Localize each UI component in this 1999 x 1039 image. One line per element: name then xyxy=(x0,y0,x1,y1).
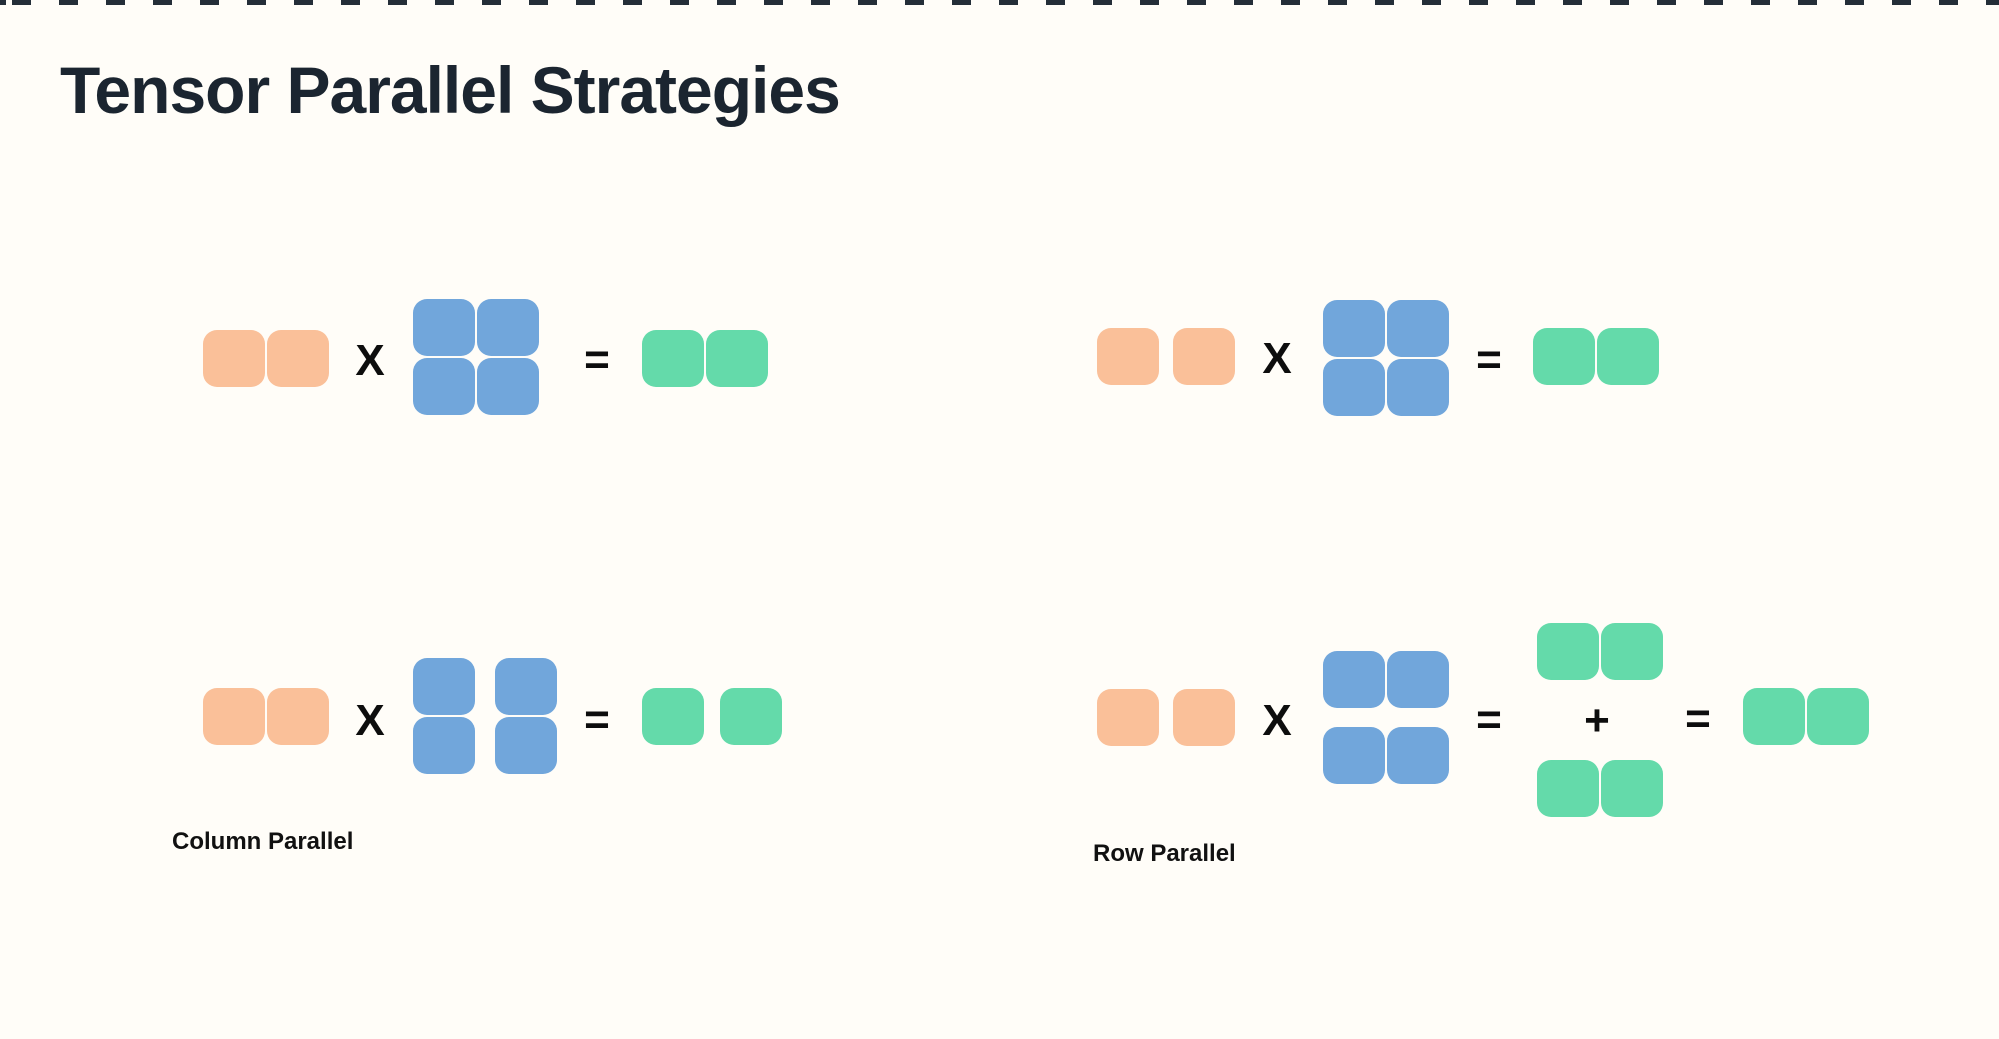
weight-matrix-cell xyxy=(1387,300,1449,357)
multiply-operator: X xyxy=(1262,334,1292,383)
partial-output-bottom-cell xyxy=(1601,760,1663,817)
weight-matrix-row-split-cell xyxy=(1387,651,1449,708)
output-vector-cell xyxy=(1743,688,1805,745)
weight-matrix-row-split-cell xyxy=(1323,727,1385,784)
weight-matrix-column-split-cell xyxy=(413,658,475,715)
weight-matrix-column-split-cell xyxy=(495,658,557,715)
equals-operator: = xyxy=(1685,694,1711,743)
partial-output-top-cell xyxy=(1601,623,1663,680)
multiply-operator: X xyxy=(1262,696,1292,745)
output-vector-split-cell xyxy=(720,688,782,745)
column-parallel-label: Column Parallel xyxy=(172,828,354,855)
input-vector-split-cell xyxy=(1097,689,1159,746)
multiply-operator: X xyxy=(355,696,385,745)
weight-matrix-cell xyxy=(1323,359,1385,416)
input-vector-split-cell xyxy=(1097,328,1159,385)
weight-matrix-column-split-cell xyxy=(413,717,475,774)
input-vector-cell xyxy=(203,330,265,387)
weight-matrix-cell xyxy=(413,299,475,356)
output-vector-split-cell xyxy=(642,688,704,745)
row-parallel-label: Row Parallel xyxy=(1093,840,1236,867)
input-vector-cell xyxy=(203,688,265,745)
equals-operator: = xyxy=(584,335,610,384)
output-vector-cell xyxy=(1807,688,1869,745)
weight-matrix-row-split-cell xyxy=(1323,651,1385,708)
weight-matrix-cell xyxy=(477,358,539,415)
equals-operator: = xyxy=(1476,335,1502,384)
partial-output-bottom-cell xyxy=(1537,760,1599,817)
equals-operator: = xyxy=(584,695,610,744)
input-vector-cell xyxy=(267,330,329,387)
output-vector-cell xyxy=(706,330,768,387)
weight-matrix-column-split-cell xyxy=(495,717,557,774)
top-dashed-border xyxy=(0,0,1999,5)
input-vector-split-cell xyxy=(1173,328,1235,385)
weight-matrix-row-split-cell xyxy=(1387,727,1449,784)
input-vector-split-cell xyxy=(1173,689,1235,746)
output-vector-cell xyxy=(1533,328,1595,385)
weight-matrix-cell xyxy=(1323,300,1385,357)
output-vector-cell xyxy=(1597,328,1659,385)
weight-matrix-cell xyxy=(1387,359,1449,416)
partial-output-top-cell xyxy=(1537,623,1599,680)
weight-matrix-cell xyxy=(413,358,475,415)
multiply-operator: X xyxy=(355,336,385,385)
input-vector-cell xyxy=(267,688,329,745)
equals-operator: = xyxy=(1476,695,1502,744)
plus-operator: + xyxy=(1584,696,1610,745)
page-title: Tensor Parallel Strategies xyxy=(60,53,841,127)
weight-matrix-cell xyxy=(477,299,539,356)
output-vector-cell xyxy=(642,330,704,387)
